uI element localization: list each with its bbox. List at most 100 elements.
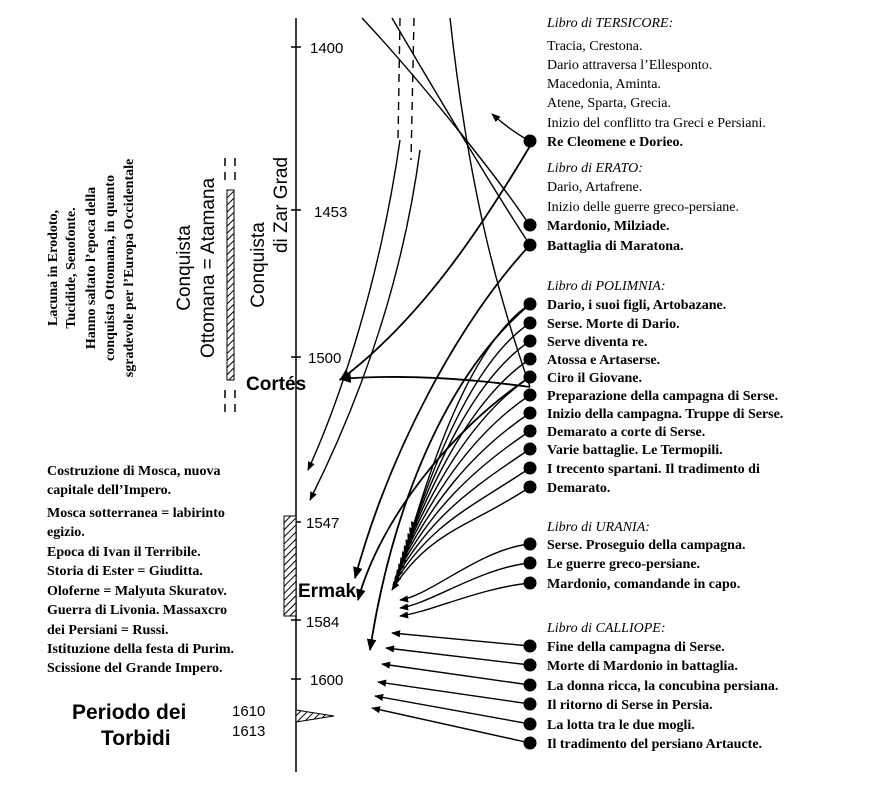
book-title: Libro di POLIMNIA: <box>546 279 665 294</box>
book-item: Serve diventa re. <box>547 335 647 350</box>
event-dot <box>523 316 537 330</box>
connector-curve <box>401 394 531 561</box>
year-1400: 1400 <box>310 40 343 57</box>
book-item: Varie battaglie. Le Termopili. <box>547 443 723 458</box>
event-dot <box>523 537 537 551</box>
connector-curve <box>309 149 421 501</box>
book-section: Libro di POLIMNIA: Dario, i suoi figli, A… <box>546 279 783 496</box>
zar-grad-label-2: di Zar Grad <box>271 157 292 253</box>
event-dot <box>523 370 537 384</box>
ottoman-bar-dashes <box>224 158 236 412</box>
lacuna-line-4: conquista Ottomana, in quanto <box>103 175 118 361</box>
connector-curve <box>403 376 531 555</box>
connectors <box>307 17 531 744</box>
book-item: Inizio delle guerre greco-persiane. <box>547 200 739 215</box>
left-event-line: Scissione del Grande Impero. <box>47 661 223 676</box>
connector-curve <box>397 17 401 141</box>
event-dot <box>523 442 537 456</box>
left-event-line: egizio. <box>47 525 85 540</box>
book-item: Il ritorno di Serse in Persia. <box>547 698 713 713</box>
connector-curve <box>307 139 401 471</box>
book-item: La lotta tra le due mogli. <box>547 718 695 733</box>
connector-curve <box>397 430 531 573</box>
herodotus-books: Libro di TERSICORE:Tracia, Crestona.Dari… <box>546 16 783 752</box>
book-item: Mardonio, comandande in capo. <box>547 577 740 592</box>
connector-curve <box>393 467 531 585</box>
event-dot <box>523 461 537 475</box>
year-1547: 1547 <box>306 515 339 532</box>
book-item: Mardonio, Milziade. <box>547 219 670 234</box>
left-event-line: Costruzione di Mosca, nuova <box>47 464 220 479</box>
connector-curve <box>366 303 531 652</box>
ottomana-label-1: Conquista <box>174 225 195 311</box>
connector-curve <box>410 17 415 161</box>
book-item: Inizio della campagna. Truppe di Serse. <box>547 407 783 422</box>
connector-curve <box>399 543 531 603</box>
book-item: Atossa e Artaserse. <box>547 353 660 368</box>
book-item: Preparazione della campagna di Serse. <box>547 389 778 404</box>
connector-curve <box>395 448 531 579</box>
book-item: Macedonia, Aminta. <box>547 77 661 92</box>
year-1600: 1600 <box>310 672 343 689</box>
book-item: Il tradimento del persiano Artaucte. <box>547 737 762 752</box>
ottoman-conquest-bar <box>226 189 235 381</box>
connector-curve <box>381 661 531 686</box>
event-dot <box>523 134 537 148</box>
book-item: Dario, i suoi figli, Artobazane. <box>547 298 726 313</box>
book-item: Battaglia di Maratona. <box>547 239 684 254</box>
event-dot <box>523 297 537 311</box>
connector-curve <box>339 145 531 381</box>
connector-curve <box>409 322 531 537</box>
book-item: I trecento spartani. Il tradimento di <box>547 462 760 477</box>
connector-curve <box>449 17 531 388</box>
event-dot <box>523 697 537 711</box>
book-title: Libro di ERATO: <box>546 161 643 176</box>
left-event-line: Istituzione della festa di Purim. <box>47 642 234 657</box>
book-section: Libro di CALLIOPE:Fine della campagna di… <box>546 621 778 752</box>
connector-curve <box>361 17 531 227</box>
event-dot <box>523 717 537 731</box>
event-dots <box>523 134 537 750</box>
book-section: Libro di URANIA: Serse. Proseguio della c… <box>546 520 745 592</box>
event-dot <box>523 678 537 692</box>
zar-grad-label-1: Conquista <box>248 222 269 308</box>
year-1610: 1610 <box>232 703 265 720</box>
torbidi-label-1: Periodo dei <box>72 701 186 724</box>
connector-curve <box>405 358 531 549</box>
year-1453: 1453 <box>314 204 347 221</box>
left-event-line: Storia di Ester = Giuditta. <box>47 564 203 579</box>
connector-curve <box>399 412 531 567</box>
connector-curve <box>371 706 531 744</box>
book-item: Serse. Proseguio della campagna. <box>547 538 745 553</box>
book-item: La donna ricca, la concubina persiana. <box>547 679 778 694</box>
book-item: Inizio del conflitto tra Greci e Persian… <box>547 116 766 131</box>
left-events-list: Costruzione di Mosca, nuova capitale dell… <box>47 464 234 676</box>
left-event-line: capitale dell’Impero. <box>47 483 171 498</box>
connector-curve <box>407 340 531 543</box>
year-1500: 1500 <box>308 350 341 367</box>
connector-curve <box>338 373 531 388</box>
book-item: Fine della campagna di Serse. <box>547 640 725 655</box>
book-item: Atene, Sparta, Grecia. <box>547 96 671 111</box>
lacuna-vertical-note: Lacuna in Erodoto, Tucidide, Senofonte. … <box>46 159 137 377</box>
torbidi-wedge <box>295 709 335 723</box>
connector-curve <box>399 562 531 611</box>
left-event-line: Mosca sotterranea = labirinto <box>47 506 225 521</box>
event-dot <box>523 480 537 494</box>
lacuna-line-1: Lacuna in Erodoto, <box>46 210 61 326</box>
event-dot <box>523 658 537 672</box>
book-item: Serse. Morte di Dario. <box>547 317 680 332</box>
connector-curve <box>491 113 531 142</box>
lacuna-line-2: Tucidide, Senofonte. <box>64 207 79 328</box>
left-event-line: Guerra di Livonia. Massaxcro <box>47 603 227 618</box>
connector-curve <box>356 376 531 602</box>
year-labels: 1400 1453 1500 1547 1584 1600 1610 1613 <box>232 40 347 740</box>
connector-curve <box>374 693 531 725</box>
book-item: Demarato a corte di Serse. <box>547 425 705 440</box>
ivan-period-bar <box>283 515 297 617</box>
connector-curve <box>353 244 531 580</box>
ermak-label: Ermak <box>298 581 357 602</box>
book-title: Libro di URANIA: <box>546 520 650 535</box>
